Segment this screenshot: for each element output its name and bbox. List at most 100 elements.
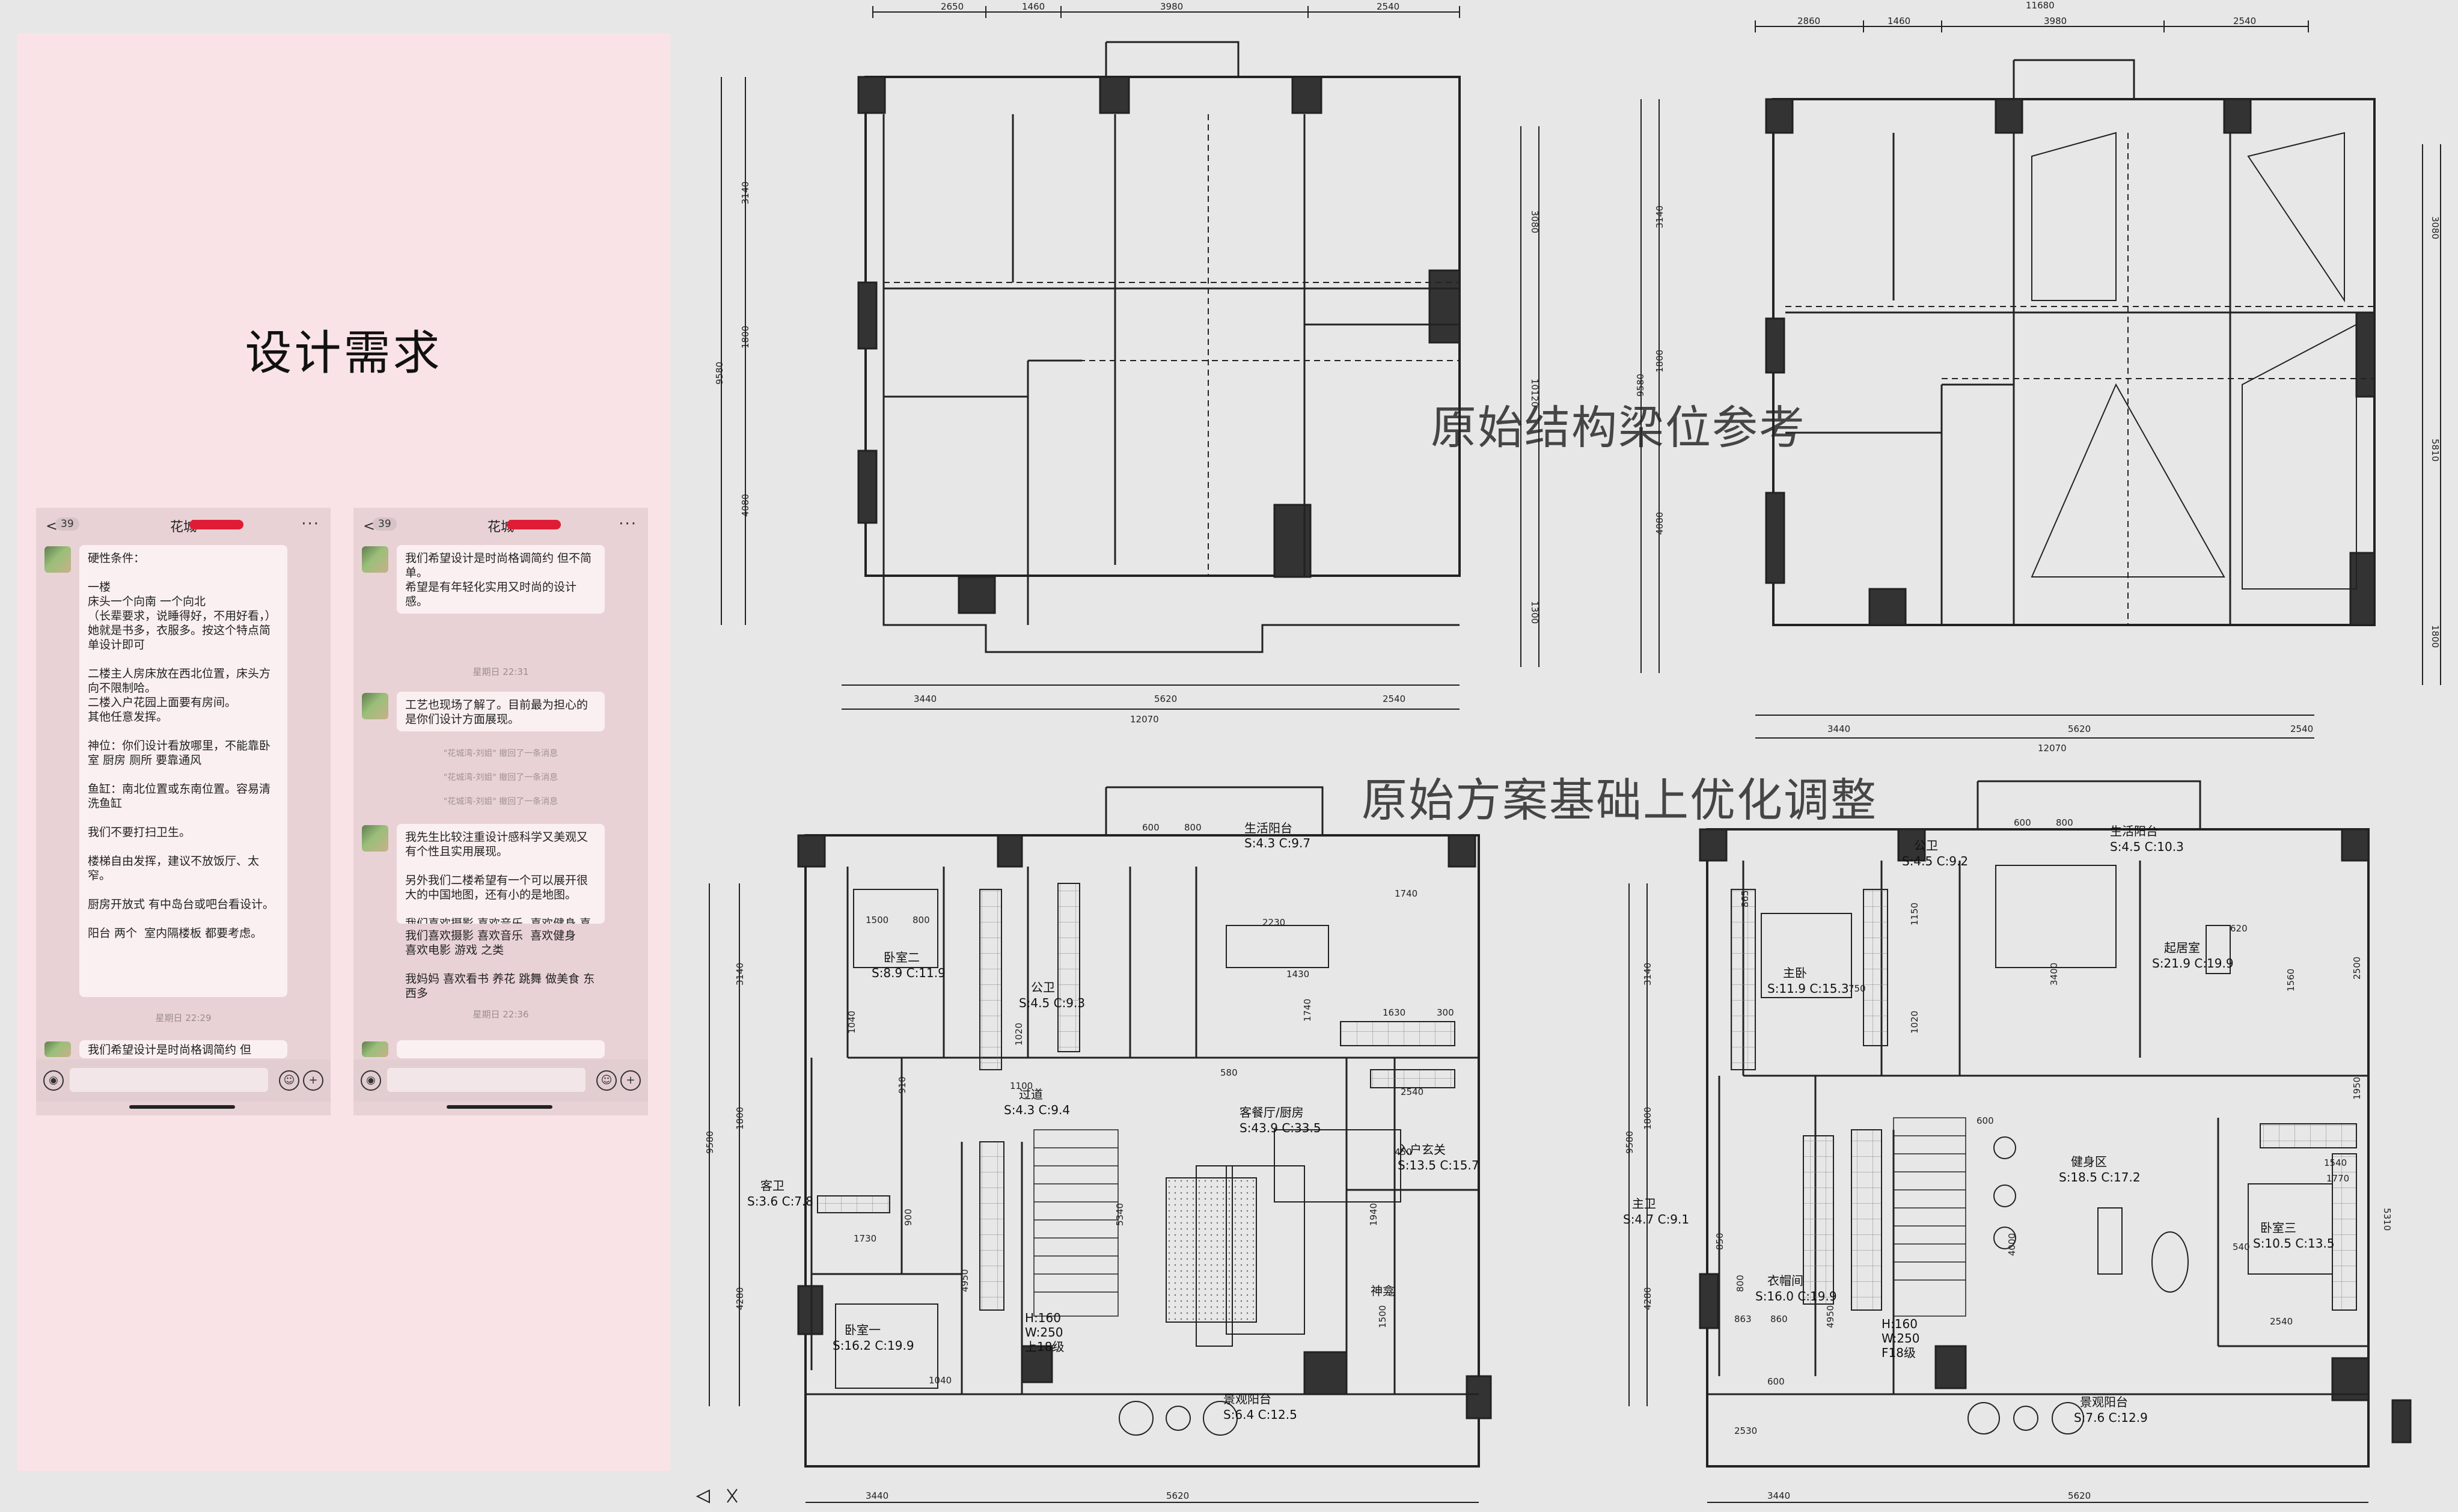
dim-label: 3140: [1654, 206, 1665, 228]
dim-label: 1800: [1642, 1107, 1653, 1130]
room-name: 过道: [1019, 1087, 1043, 1102]
plan2-dimension-labels: 2860 1460 3980 2540 11680 3440 5620 2540…: [1635, 0, 2441, 754]
avatar[interactable]: [362, 1041, 388, 1057]
voice-icon[interactable]: ◉: [361, 1070, 381, 1091]
dim-label: 3980: [1160, 1, 1183, 12]
dim-label: 5620: [1166, 1490, 1189, 1501]
dim-label: 1740: [1302, 999, 1313, 1022]
dim-label: 600: [2014, 817, 2031, 828]
dim-label: 1800: [740, 326, 751, 349]
plan-optimized-1: [709, 786, 1492, 1503]
home-indicator: [129, 1105, 235, 1109]
dim-label: 3140: [740, 181, 751, 204]
more-icon[interactable]: ···: [619, 515, 637, 533]
dim-label: 600: [1767, 1376, 1785, 1387]
dim-label: 5620: [2068, 1490, 2091, 1501]
back-icon[interactable]: <: [363, 517, 376, 534]
avatar[interactable]: [362, 825, 388, 852]
plus-icon[interactable]: +: [620, 1070, 641, 1091]
avatar[interactable]: [362, 546, 388, 573]
plus-icon[interactable]: +: [303, 1070, 323, 1091]
emoji-icon[interactable]: ☺: [279, 1070, 299, 1091]
dim-label: 600: [1142, 822, 1160, 833]
more-icon[interactable]: ···: [301, 515, 320, 533]
chat-title: 花城: [487, 520, 514, 535]
dim-label: 4950: [1825, 1305, 1836, 1328]
room-area: S:6.4 C:12.5: [1223, 1407, 1297, 1422]
unread-badge: 39: [55, 517, 79, 531]
dim-label: 1950: [2352, 1077, 2362, 1100]
room-area: S:16.0 C:19.9: [1755, 1289, 1837, 1303]
plan-original-1: [721, 6, 1539, 710]
dim-label: 2540: [2233, 16, 2256, 26]
dim-total: 11680: [2026, 0, 2055, 11]
room-area: S:4.3 C:9.4: [1004, 1103, 1070, 1117]
room-area: S:4.3 C:9.7: [1244, 836, 1310, 850]
dim-label: 1020: [1909, 1011, 1920, 1034]
dim-label: 2540: [1383, 694, 1405, 704]
dim-label: 5810: [2430, 439, 2441, 462]
emoji-icon[interactable]: ☺: [596, 1070, 617, 1091]
dim-label: 850: [1714, 1233, 1725, 1250]
system-message: "花城湾-刘姐" 撤回了一条消息: [443, 773, 558, 782]
dim-label: 1800: [2430, 625, 2441, 648]
dim-label: 900: [903, 1209, 914, 1226]
room-name: 主卫: [1632, 1196, 1656, 1211]
room-name: 神龛: [1371, 1284, 1395, 1298]
dim-total: 9580: [714, 362, 725, 385]
avatar[interactable]: [44, 546, 71, 573]
dim-label: 540: [2233, 1242, 2250, 1252]
floor-plans: 2650 1460 3980 2540 3440 5620 2540 12070…: [696, 0, 2441, 1504]
dim-label: 910: [897, 1076, 908, 1094]
axis-marker-icon: [696, 1489, 738, 1504]
optimize-label: 原始方案基础上优化调整: [1362, 773, 1877, 827]
dim-label: 1040: [929, 1375, 952, 1386]
room-name: 景观阳台: [1223, 1392, 1271, 1406]
plan3-dimension-labels: 3140 1800 4280 9580 3440 5620 600 800 17…: [705, 822, 1454, 1501]
chat-bubble: 我们希望设计是时尚格调简约 但不简单。 希望是有年轻化实用又时尚的设计感。: [397, 545, 605, 614]
requirements-panel: 设计需求 < 39 花城 ··· 硬性条件： 一楼 床头一个向南 一个向北 （长…: [17, 33, 670, 1471]
avatar[interactable]: [362, 693, 388, 719]
room-name: 公卫: [1914, 838, 1938, 853]
structure-label: 原始结构梁位参考: [1431, 401, 1806, 454]
room-area: S:43.9 C:33.5: [1240, 1121, 1321, 1135]
room-area: S:18.5 C:17.2: [2059, 1170, 2141, 1184]
dim-label: 2230: [1262, 917, 1285, 928]
dim-total: 9580: [705, 1131, 715, 1154]
dim-label: 1500: [1377, 1305, 1388, 1328]
system-message: "花城湾-刘姐" 撤回了一条消息: [443, 797, 558, 806]
voice-icon[interactable]: ◉: [43, 1070, 64, 1091]
room-name: 主卧: [1783, 966, 1807, 980]
room-name: 入户玄关: [1398, 1142, 1446, 1157]
room-area: S:3.6 C:7.8: [747, 1194, 813, 1209]
dim-label: 3080: [2430, 216, 2441, 239]
dim-label: 2540: [2270, 1316, 2293, 1327]
dim-label: 3440: [866, 1490, 888, 1501]
dim-label: 3400: [2049, 963, 2059, 986]
message-input[interactable]: [70, 1068, 268, 1092]
message-text: 我先生比较注重设计感科学又美观又有个性且实用展现。 另外我们二楼希望有一个可以展…: [405, 831, 592, 924]
dim-label: 800: [913, 915, 930, 925]
dim-label: 1430: [1286, 969, 1309, 980]
avatar[interactable]: [44, 1041, 71, 1057]
message-input[interactable]: [387, 1068, 585, 1092]
room-area: S:21.9 C:19.9: [2152, 956, 2234, 971]
room-area: S:7.6 C:12.9: [2074, 1410, 2148, 1425]
dim-label: 1460: [1888, 16, 1910, 26]
dim-total: 9580: [1635, 374, 1646, 397]
chat-header: < 39 花城 ···: [353, 508, 648, 543]
dim-label: 1740: [1395, 888, 1417, 899]
dim-label: 580: [1220, 1067, 1238, 1078]
chat-bubble: 硬性条件： 一楼 床头一个向南 一个向北 （长辈要求，说睡得好，不用好看，） 她…: [79, 545, 287, 997]
chat-bubble-partial: [397, 1040, 605, 1058]
room-area: S:11.9 C:15.3: [1767, 981, 1849, 996]
room-area: S:10.5 C:13.5: [2253, 1236, 2335, 1251]
chat-bubble-continued: 我们喜欢摄影 喜欢音乐 喜欢健身 喜欢电影 游戏 之类 我妈妈 喜欢看书 养花 …: [397, 928, 605, 1000]
dim-label: 3140: [1642, 963, 1653, 986]
chat-bubble: 我先生比较注重设计感科学又美观又有个性且实用展现。 另外我们二楼希望有一个可以展…: [397, 824, 605, 924]
back-icon[interactable]: <: [46, 517, 58, 534]
dim-total: 9580: [1624, 1131, 1635, 1154]
message-text: 我们希望设计是时尚格调简约 但不简单。 希望是有年轻化实用又时尚的设计感。: [405, 552, 592, 608]
dim-label: 4950: [959, 1269, 970, 1292]
dim-label: 5620: [1154, 694, 1177, 704]
